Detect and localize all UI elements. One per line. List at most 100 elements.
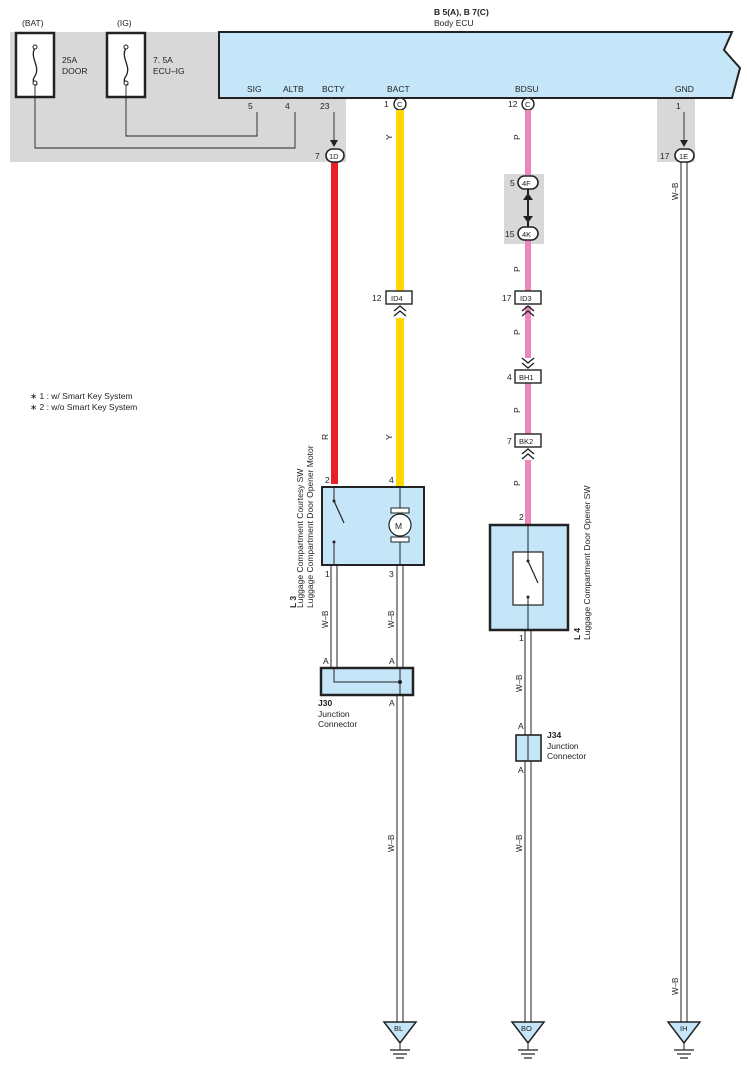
- l4-pin-1: 1: [519, 633, 524, 643]
- wire-wb-to-bl: [396, 695, 404, 1022]
- wire-pink-3: [525, 306, 531, 358]
- wire-color-r: R: [320, 434, 330, 440]
- j34-line2: Connector: [547, 751, 586, 761]
- j30-pin-a-bottom: A: [389, 698, 395, 708]
- ecu-name: Body ECU: [434, 18, 474, 28]
- connector-4f-id: 4F: [522, 179, 531, 188]
- ground-ih-label: IH: [680, 1024, 688, 1033]
- wire-wb-l3-left: [330, 565, 338, 668]
- wire-pink-1: [525, 110, 531, 175]
- wire-pink-5: [525, 460, 531, 524]
- l3-pin-3: 3: [389, 569, 394, 579]
- wire-color-y-1: Y: [384, 134, 394, 140]
- l4-pin-2: 2: [519, 512, 524, 522]
- connector-4f-pin: 5: [510, 178, 515, 188]
- wire-color-p-4: P: [512, 407, 522, 413]
- fuse-bat-source: (BAT): [22, 18, 44, 28]
- pin-num-bact: 1: [384, 99, 389, 109]
- pin-label-sig: SIG: [247, 84, 262, 94]
- connector-1e-id: 1E: [679, 152, 688, 161]
- j30-code: J30: [318, 698, 332, 708]
- motor-icon: [388, 513, 412, 537]
- ground-bo-label: BO: [521, 1024, 532, 1033]
- j30-pin-a-right: A: [389, 656, 395, 666]
- wire-wb-l4: [524, 630, 532, 735]
- note-2: ∗ 2 : w/o Smart Key System: [30, 402, 137, 412]
- j30-line2: Connector: [318, 719, 357, 729]
- connector-id4-id: ID4: [391, 294, 403, 303]
- connector-id4: [385, 290, 413, 305]
- wire-color-y-2: Y: [384, 434, 394, 440]
- connector-4k-id: 4K: [522, 230, 531, 239]
- j34-code: J34: [547, 730, 561, 740]
- j34-pin-a-top: A: [518, 721, 524, 731]
- pin-num-bcty: 23: [320, 101, 330, 111]
- wire-wb-gnd: [680, 162, 688, 1022]
- l3-pin-1: 1: [325, 569, 330, 579]
- l3-code: L 3: [288, 596, 298, 608]
- pin-label-altb: ALTB: [283, 84, 304, 94]
- pin-num-sig: 5: [248, 101, 253, 111]
- wire-color-wb-5: W–B: [515, 835, 524, 852]
- fuse-ecu-ig-name: ECU–IG: [153, 66, 185, 76]
- l4-code: L 4: [572, 628, 582, 640]
- ecu-title: B 5(A), B 7(C): [434, 7, 489, 17]
- connector-id4-pin: 12: [372, 293, 382, 303]
- wire-ecuig-sig: [125, 85, 258, 137]
- pin-label-bcty: BCTY: [322, 84, 345, 94]
- fuse-door-rating: 25A: [62, 55, 77, 65]
- connector-id3-pin: 17: [502, 293, 512, 303]
- j34-line1: Junction: [547, 741, 579, 751]
- note-1: ∗ 1 : w/ Smart Key System: [30, 391, 133, 401]
- wire-color-wb-2: W–B: [387, 611, 396, 628]
- j30-pin-a-left: A: [323, 656, 329, 666]
- pin-label-bdsu: BDSU: [515, 84, 539, 94]
- pin-label-bact: BACT: [387, 84, 410, 94]
- pin-num-gnd: 1: [676, 101, 681, 111]
- wire-color-p-5: P: [512, 480, 522, 486]
- connector-id3: [514, 290, 542, 305]
- wire-color-wb-7: W–B: [671, 978, 680, 995]
- fuse-door-name: DOOR: [62, 66, 88, 76]
- wire-yellow-bact-top: [396, 110, 404, 296]
- wire-color-p-3: P: [512, 329, 522, 335]
- wire-color-wb-3: W–B: [387, 835, 396, 852]
- pin-num-altb: 4: [285, 101, 290, 111]
- wire-color-wb-4: W–B: [515, 675, 524, 692]
- connector-4k-pin: 15: [505, 229, 515, 239]
- l3-name-2: Luggage Compartment Door Opener Motor: [305, 445, 315, 608]
- body-ecu-box: [218, 31, 742, 99]
- wire-pink-4: [525, 382, 531, 434]
- wire-wb-to-bo: [524, 761, 532, 1022]
- ground-bl-label: BL: [394, 1024, 403, 1033]
- pin-conn-bact: C: [397, 100, 403, 109]
- fuse-ecu-ig-rating: 7. 5A: [153, 55, 173, 65]
- wire-wb-l3-right: [396, 565, 404, 668]
- wire-color-p-2: P: [512, 266, 522, 272]
- connector-1e: [674, 148, 695, 163]
- wire-color-p-1: P: [512, 134, 522, 140]
- wire-color-wb-6: W–B: [671, 183, 680, 200]
- pin-conn-bdsu: C: [525, 100, 531, 109]
- connector-1d-id: 1D: [329, 152, 339, 161]
- connector-bh1-pin: 4: [507, 372, 512, 382]
- connector-id3-id: ID3: [520, 294, 532, 303]
- j34-pin-a-bottom: A: [518, 765, 524, 775]
- pin-num-bdsu: 12: [508, 99, 518, 109]
- connector-1d: [325, 148, 345, 163]
- connector-bk2-pin: 7: [507, 436, 512, 446]
- wire-yellow-bact-bottom: [396, 318, 404, 486]
- l4-switch-icon: [527, 560, 539, 584]
- wire-pink-2: [525, 240, 531, 296]
- wire-color-wb-1: W–B: [321, 611, 330, 628]
- l3-pin-2: 2: [325, 475, 330, 485]
- l3-name-1: Luggage Compartment Courtesy SW: [295, 469, 305, 608]
- connector-1d-pin: 7: [315, 151, 320, 161]
- wire-door-altb: [34, 85, 296, 149]
- motor-label: M: [395, 521, 402, 531]
- l4-name: Luggage Compartment Door Opener SW: [582, 486, 592, 641]
- ground-bl: [382, 1021, 418, 1059]
- connector-bh1: [514, 369, 542, 384]
- ground-ih: [666, 1021, 702, 1059]
